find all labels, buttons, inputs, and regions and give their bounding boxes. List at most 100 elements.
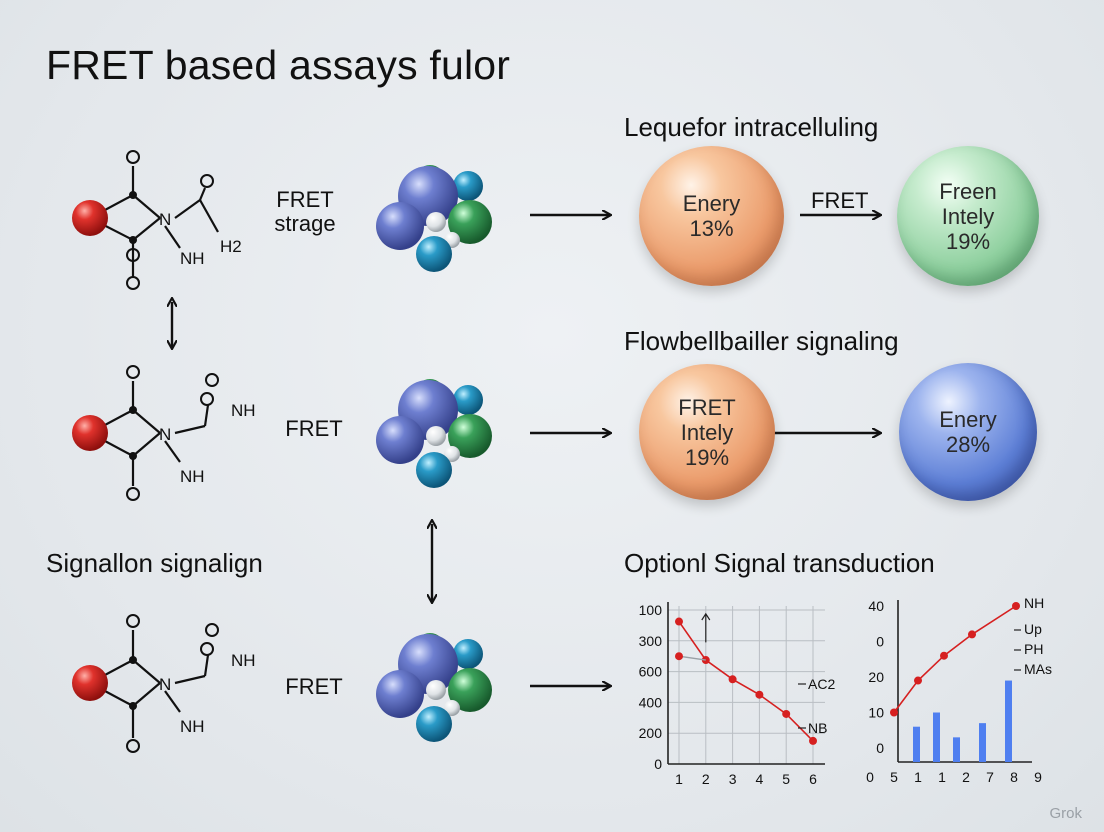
data-point: [940, 651, 948, 660]
legend-label: PH: [1024, 641, 1043, 657]
data-point: [890, 708, 898, 717]
oxygen-atom: [126, 150, 140, 164]
x-tick-label: 7: [986, 769, 994, 785]
atom-dot: [129, 406, 137, 414]
legend-label: Up: [1024, 621, 1042, 637]
x-tick-label: 2: [962, 769, 970, 785]
series-line: [893, 605, 1017, 713]
molecular-cluster-2: [376, 379, 492, 488]
atom-h2: H2: [220, 237, 242, 256]
y-tick-label: 0: [876, 740, 884, 756]
data-point: [675, 652, 683, 661]
sphere-text: 19%: [945, 228, 991, 254]
fret-label-row3: FRET: [285, 674, 343, 699]
atom-nh: NH: [180, 717, 205, 736]
section-title-bottom-right: Optionl Signal transduction: [624, 548, 935, 578]
atom-nh: NH: [231, 651, 256, 670]
legend-label: NB: [808, 720, 827, 736]
x-tick-label: 0: [866, 769, 874, 785]
atom-n: N: [159, 210, 171, 229]
oxygen-atom: [205, 373, 219, 387]
y-tick-label: 600: [639, 664, 663, 680]
oxygen-atom: [200, 642, 214, 656]
y-tick-label: 0: [876, 634, 884, 650]
sphere-text: Enery: [682, 191, 741, 216]
data-point: [675, 617, 683, 626]
oxygen-atom: [200, 392, 214, 406]
sphere-text: Intely: [941, 203, 995, 229]
atom-dot: [129, 236, 137, 244]
page-title: FRET based assays fulor: [46, 42, 511, 88]
bar: [979, 723, 986, 762]
section-title-middle: Flowbellbailler signaling: [624, 326, 899, 356]
energy-sphere-orange: Enery 13%: [639, 146, 784, 286]
green-sphere: Freen Intely 19%: [897, 146, 1039, 286]
oxygen-atom: [126, 487, 140, 501]
sphere-text: 28%: [945, 432, 991, 457]
x-tick-label: 8: [1010, 769, 1018, 785]
red-atom-2: [72, 415, 108, 451]
section-title-bottom-left: Signallon signalign: [46, 548, 263, 578]
data-point: [809, 736, 817, 745]
atom-nh: NH: [180, 249, 205, 268]
y-tick-label: 200: [639, 725, 663, 741]
series-line: [678, 621, 814, 742]
watermark: Grok: [1049, 805, 1082, 822]
x-tick-label: 3: [729, 771, 737, 787]
x-tick-label: 4: [756, 771, 764, 787]
oxygen-atom: [205, 623, 219, 637]
bar: [1005, 680, 1012, 762]
molecular-cluster-3: [376, 633, 492, 742]
y-tick-label: 100: [639, 602, 663, 618]
x-tick-label: 1: [938, 769, 946, 785]
sphere-text: 19%: [684, 444, 730, 470]
data-point: [728, 675, 737, 684]
bar: [953, 737, 960, 762]
x-tick-label: 5: [890, 769, 898, 785]
y-tick-label: 400: [639, 694, 663, 710]
y-tick-label: 20: [868, 669, 884, 685]
bar: [933, 712, 940, 762]
atom-dot: [129, 452, 137, 460]
y-tick-label: 10: [868, 705, 884, 721]
legend-label: AC2: [808, 676, 835, 692]
bar: [913, 726, 920, 762]
annotation-arrow: [701, 612, 711, 643]
y-tick-label: 0: [654, 756, 662, 772]
red-atom-1: [72, 200, 108, 236]
data-point: [755, 690, 764, 699]
fret-arrow-label: FRET: [811, 188, 869, 213]
sphere-text: Enery: [939, 407, 997, 432]
x-tick-label: 9: [1034, 769, 1042, 785]
series-line-2: [678, 655, 706, 661]
y-tick-label: 40: [868, 598, 884, 614]
sphere-text: Intely: [680, 419, 734, 445]
oxygen-atom: [200, 174, 214, 188]
x-tick-label: 1: [675, 771, 683, 787]
fret-label-line1: FRET: [276, 187, 334, 212]
data-point: [1012, 602, 1020, 610]
sphere-text: Freen: [939, 178, 997, 204]
fret-label-row2: FRET: [285, 416, 343, 441]
y-tick-label: 300: [639, 633, 663, 649]
x-tick-label: 2: [702, 771, 710, 787]
fret-sphere-orange: FRET Intely 19%: [639, 364, 775, 500]
legend-label: NH: [1024, 595, 1044, 611]
oxygen-atom: [126, 276, 140, 290]
oxygen-atom: [126, 365, 140, 379]
x-tick-label: 6: [809, 771, 817, 787]
data-point: [968, 630, 976, 639]
data-point: [782, 709, 791, 718]
legend-label: MAs: [1024, 661, 1052, 677]
blue-sphere: Enery 28%: [899, 363, 1037, 501]
oxygen-atom: [126, 614, 140, 628]
atom-nh: NH: [180, 467, 205, 486]
oxygen-atom: [126, 739, 140, 753]
atom-dot: [129, 656, 137, 664]
molecule-3: [89, 630, 210, 738]
x-tick-label: 5: [782, 771, 790, 787]
molecular-cluster-1: [376, 165, 492, 272]
section-title-top: Lequefor intracelluling: [624, 112, 879, 142]
